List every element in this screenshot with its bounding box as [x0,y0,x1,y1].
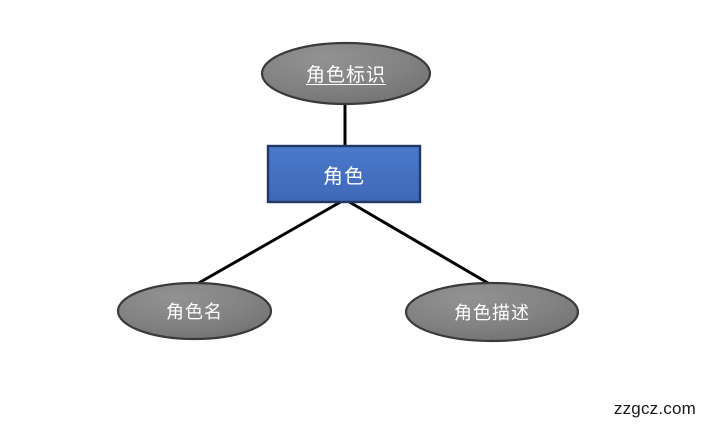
watermark-text: zzgcz.com [613,399,696,418]
connector-entity-to-name [196,198,345,286]
connector-entity-to-desc [345,198,494,288]
entity-rect-role[interactable] [266,144,422,204]
attribute-ellipse-role-identifier[interactable] [260,41,432,106]
attribute-ellipse-role-description[interactable] [404,281,580,343]
connector-group [196,100,494,288]
attribute-ellipse-role-name[interactable] [116,281,273,341]
